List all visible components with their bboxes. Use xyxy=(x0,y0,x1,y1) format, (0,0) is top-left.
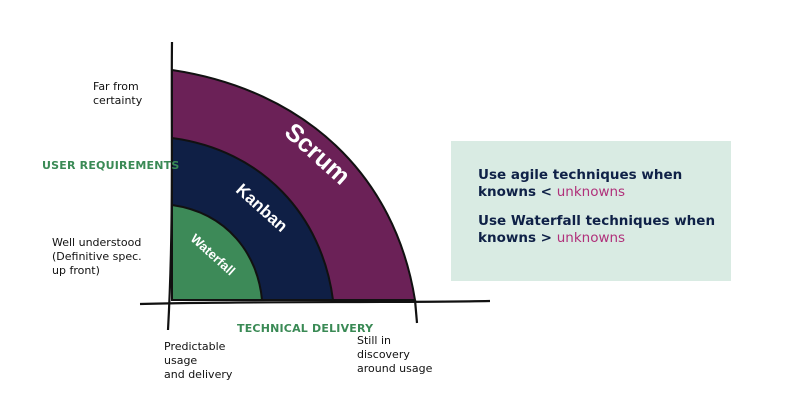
callout-rule2-line1: Use Waterfall techniques when xyxy=(478,213,716,229)
y-axis-title: USER REQUIREMENTS xyxy=(42,159,180,172)
x-axis-title: TECHNICAL DELIVERY xyxy=(237,322,374,335)
y-axis-top-label: Far from certainty xyxy=(93,80,143,107)
callout-rule1-line1: Use agile techniques when xyxy=(478,167,683,183)
waterfall-region xyxy=(171,203,264,301)
outer-arc-tail xyxy=(413,299,419,324)
callout-rule2-prefix: knowns > xyxy=(478,230,557,246)
y-axis-bottom-label: Well understood (Definitive spec. up fro… xyxy=(52,236,142,277)
y-axis-line xyxy=(166,41,174,331)
x-axis-left-label: Predictable usage and delivery xyxy=(164,340,233,381)
callout-rule1-line2: knowns < unknowns xyxy=(478,184,731,201)
x-axis-right-label: Still in discovery around usage xyxy=(357,334,433,375)
x-axis-line xyxy=(139,299,491,306)
callout-rule2-line2: knowns > unknowns xyxy=(478,230,731,247)
callout-rule2-accent: unknowns xyxy=(556,230,626,246)
callout-rule1-prefix: knowns < xyxy=(478,184,557,200)
callout-box: Use agile techniques when knowns < unkno… xyxy=(451,141,731,281)
callout-rule1-accent: unknowns xyxy=(556,184,626,200)
